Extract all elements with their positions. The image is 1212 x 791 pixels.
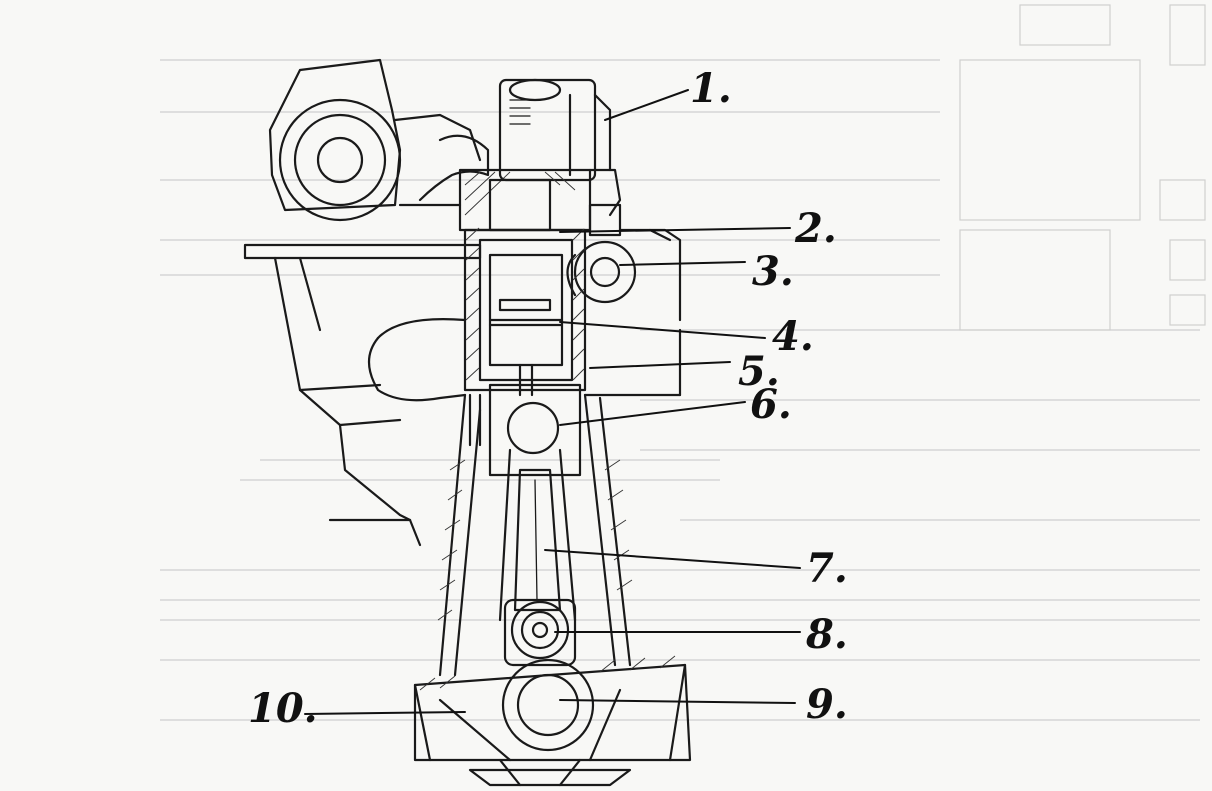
engine-drawing xyxy=(243,58,692,787)
bedplate-crankshaft xyxy=(413,655,692,787)
label-7: 7. xyxy=(806,545,848,592)
label-6: 6. xyxy=(750,381,792,428)
piston-rod-crosshead xyxy=(468,363,582,477)
engine-a-frame xyxy=(437,228,682,677)
cylinder-head-exhaust-valve xyxy=(458,78,612,232)
leader-lines xyxy=(304,89,801,715)
scavenge-air-casing xyxy=(273,256,467,547)
turbocharger xyxy=(268,58,490,222)
label-8: 8. xyxy=(805,611,848,658)
label-5: 5. xyxy=(738,348,780,395)
label-4: 4. xyxy=(772,313,814,360)
cylinder-liner-and-piston xyxy=(463,227,587,392)
label-2: 2. xyxy=(794,205,837,252)
bleed-through-lines xyxy=(160,4,1206,721)
label-9: 9. xyxy=(806,681,848,728)
label-3: 3. xyxy=(752,248,794,295)
part-labels: 1. 2. 3. 4. 5. 6. 7. 8. 9. 10. xyxy=(248,65,848,732)
label-10: 10. xyxy=(248,685,318,732)
label-1: 1. xyxy=(690,65,732,112)
